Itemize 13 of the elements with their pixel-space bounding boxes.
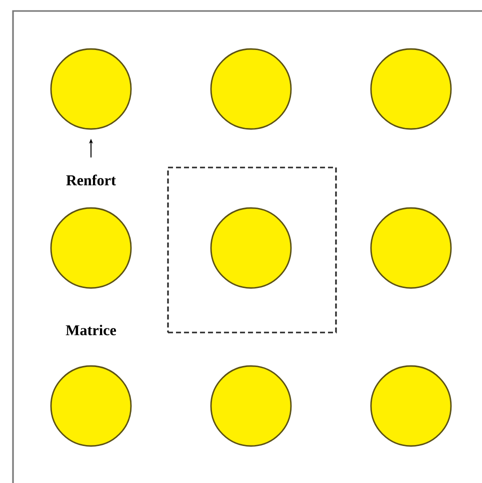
fiber-circle [50,207,132,289]
fiber-circle [210,48,292,130]
fiber-circle [370,365,452,447]
fiber-circle [370,48,452,130]
fiber-circle [50,48,132,130]
frame [12,10,482,483]
unit-cell-box [167,166,337,334]
fiber-circle [50,365,132,447]
fiber-circle [210,365,292,447]
label-text: Renfort [66,174,116,186]
fiber-circle [210,207,292,289]
fiber-circle [370,207,452,289]
label-text: Matrice [66,324,116,336]
